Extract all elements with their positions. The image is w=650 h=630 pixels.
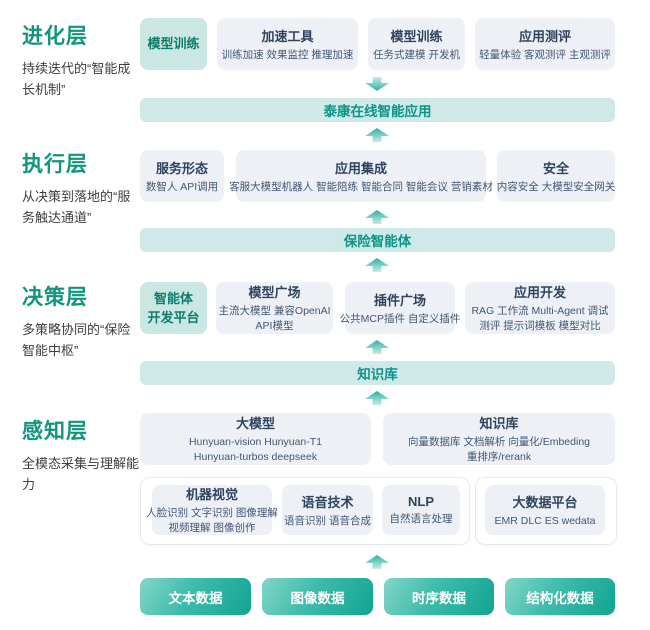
box-title: 插件广场: [373, 292, 426, 308]
layer-label-evolution: 进化层 持续迭代的“智能成长机制”: [22, 20, 140, 101]
arrow-up-icon: [365, 258, 389, 272]
data-source-structured: 结构化数据: [505, 578, 615, 615]
box-sub: 内容安全 大模型安全网关: [496, 180, 616, 193]
box-title: 应用开发: [513, 285, 566, 301]
box-title: 模型训练: [390, 28, 443, 44]
box-sub: 自然语言处理: [389, 512, 453, 525]
box-title: 知识库: [479, 416, 519, 432]
layer-title: 执行层: [22, 153, 88, 176]
arrow-up-icon: [365, 555, 389, 569]
layer-desc: 持续迭代的“智能成长机制”: [22, 61, 131, 97]
arrow-up-icon: [365, 391, 389, 405]
box-plugin-plaza: 插件广场 公共MCP插件 自定义插件: [340, 282, 460, 334]
data-source-text: 文本数据: [140, 578, 251, 615]
box-sub: Hunyuan-turbos deepseek: [193, 451, 318, 463]
layer-desc: 全模态采集与理解能力: [22, 456, 140, 492]
box-machine-vision: 机器视觉 人脸识别 文字识别 图像理解 视频理解 图像创作: [146, 485, 278, 535]
box-model-training: 模型训练 任务式建模 开发机: [368, 18, 465, 70]
box-title: 服务形态: [155, 160, 208, 176]
box-agent-dev-platform-highlight: 智能体 开发平台: [140, 282, 207, 334]
box-sub: RAG 工作流 Multi-Agent 调试: [471, 305, 609, 318]
box-title: 应用集成: [334, 160, 387, 176]
box-knowledge-base: 知识库 向量数据库 文档解析 向量化/Embeding 重排序/rerank: [383, 413, 615, 465]
layer-title: 进化层: [22, 25, 88, 48]
arrow-down-icon: [365, 77, 389, 91]
layer-label-decision: 决策层 多策略协同的“保险智能中枢”: [22, 281, 140, 362]
arrow-up-icon: [365, 340, 389, 354]
layer-label-perception: 感知层 全模态采集与理解能力: [22, 415, 140, 496]
banner-taikang-apps: 泰康在线智能应用: [140, 98, 615, 122]
box-security: 安全 内容安全 大模型安全网关: [497, 150, 615, 202]
box-sub: Hunyuan-vision Hunyuan-T1: [188, 436, 323, 449]
box-sub: 公共MCP插件 自定义插件: [339, 312, 461, 325]
box-acceleration-tools: 加速工具 训练加速 效果监控 推理加速: [217, 18, 358, 70]
arrow-up-icon: [365, 128, 389, 142]
box-sub: EMR DLC ES wedata: [494, 514, 596, 527]
box-app-development: 应用开发 RAG 工作流 Multi-Agent 调试 测评 提示词模板 模型对…: [465, 282, 615, 334]
box-sub: 训练加速 效果监控 推理加速: [221, 48, 354, 61]
box-sub: 主流大模型 兼容OpenAI: [218, 305, 331, 318]
box-sub: 视频理解 图像创作: [168, 522, 256, 534]
layer-title: 感知层: [22, 420, 88, 443]
box-title: 应用测评: [518, 28, 571, 44]
layer-desc: 多策略协同的“保险智能中枢”: [22, 322, 131, 358]
box-title: 安全: [542, 160, 569, 176]
box-title: NLP: [408, 493, 434, 509]
box-title: 加速工具: [261, 28, 314, 44]
box-large-models: 大模型 Hunyuan-vision Hunyuan-T1 Hunyuan-tu…: [140, 413, 371, 465]
box-service-forms: 服务形态 数智人 API调用: [140, 150, 224, 202]
data-source-timeseries: 时序数据: [384, 578, 494, 615]
data-source-image: 图像数据: [262, 578, 373, 615]
box-sub: 数智人 API调用: [145, 180, 219, 193]
layer-title: 决策层: [22, 286, 88, 309]
box-big-data-platform: 大数据平台 EMR DLC ES wedata: [485, 485, 605, 535]
box-speech-tech: 语音技术 语音识别 语音合成: [282, 485, 373, 535]
box-nlp: NLP 自然语言处理: [382, 485, 460, 535]
box-sub: 测评 提示词模板 模型对比: [479, 320, 601, 332]
box-sub: 任务式建模 开发机: [373, 48, 460, 61]
arrow-up-icon: [365, 210, 389, 224]
box-sub: 轻量体验 客观测评 主观测评: [479, 48, 611, 61]
box-sub: 语音识别 语音合成: [284, 514, 371, 527]
banner-insurance-agent: 保险智能体: [140, 228, 615, 252]
box-title: 大数据平台: [512, 494, 578, 510]
box-app-evaluation: 应用测评 轻量体验 客观测评 主观测评: [475, 18, 615, 70]
layer-label-execution: 执行层 从决策到落地的“服务触达通道”: [22, 148, 140, 229]
box-title: 机器视觉: [185, 487, 238, 503]
box-sub: 人脸识别 文字识别 图像理解: [146, 507, 278, 520]
box-app-integration: 应用集成 客服大模型机器人 智能陪练 智能合同 智能会议 营销素材: [229, 150, 493, 202]
box-model-plaza: 模型广场 主流大模型 兼容OpenAI API模型: [216, 282, 333, 334]
box-sub: 客服大模型机器人 智能陪练 智能合同 智能会议 营销素材: [229, 180, 493, 193]
box-sub: API模型: [255, 320, 294, 332]
banner-knowledge-base: 知识库: [140, 361, 615, 385]
layer-desc: 从决策到落地的“服务触达通道”: [22, 189, 131, 225]
box-title: 模型广场: [248, 285, 301, 301]
box-sub: 向量数据库 文档解析 向量化/Embeding: [407, 436, 591, 449]
box-sub: 重排序/rerank: [466, 451, 532, 463]
box-title: 语音技术: [301, 494, 354, 510]
box-model-training-highlight: 模型训练: [140, 18, 207, 70]
box-title: 大模型: [235, 416, 275, 432]
